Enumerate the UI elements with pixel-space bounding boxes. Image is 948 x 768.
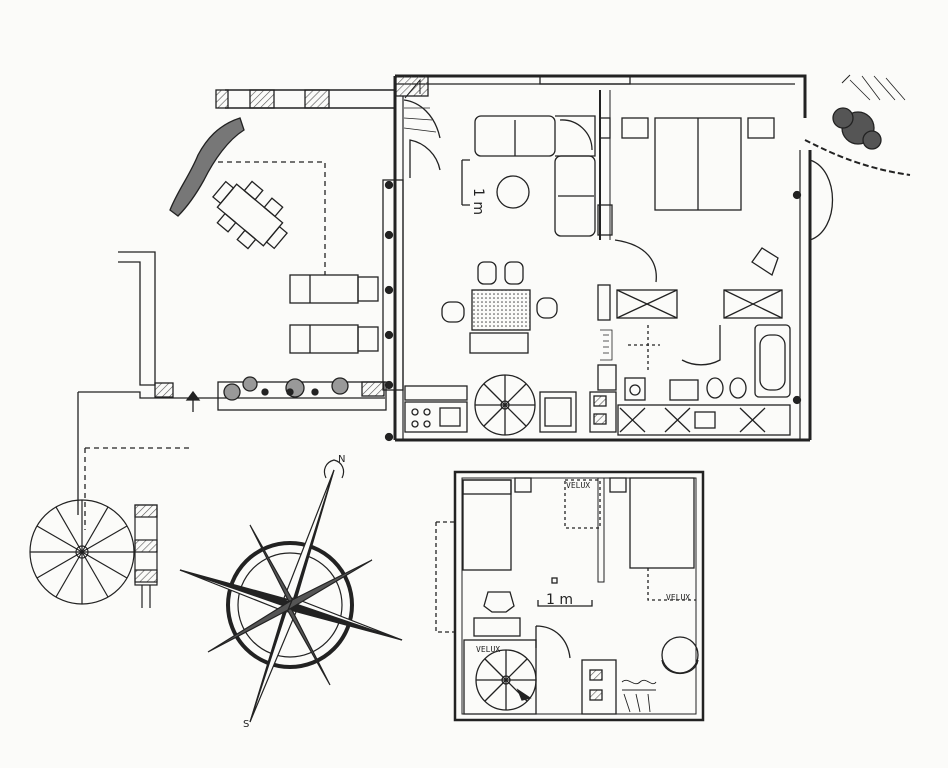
terrace-wall [215, 89, 396, 109]
upper-scale-bar: 1 m [537, 577, 593, 608]
upper-floor-plan: VELUX VELUX VELUX 1 m [435, 470, 705, 722]
ground-scale-label: 1 m [470, 188, 486, 215]
sun-lounger [289, 274, 379, 304]
upper-spiral-stair [463, 639, 537, 715]
ground-floor-plan: 1 m [77, 74, 911, 530]
upper-armchair [661, 636, 699, 674]
coffee-table [496, 175, 530, 209]
single-bed-left [462, 477, 532, 571]
corner-sofa [474, 115, 613, 237]
entrance-arrow-icon [185, 390, 201, 412]
chimney-stack [581, 659, 617, 715]
bidet-icon [729, 377, 747, 399]
roof-slope-hatch [622, 689, 656, 713]
garden-spiral-stair [29, 499, 158, 608]
skylight-right [647, 568, 696, 601]
garden-wall [118, 251, 156, 386]
compass-south-label: S [243, 719, 249, 730]
velux-label-stair: VELUX [476, 645, 500, 654]
patio-table-set [212, 180, 288, 250]
wardrobe [597, 284, 783, 321]
desk-chair [473, 591, 521, 637]
lower-counter-run [617, 404, 791, 436]
toilet-icon [706, 377, 724, 399]
terrace-outline [200, 161, 326, 275]
armchair [751, 247, 779, 276]
upper-scale-label: 1 m [546, 592, 573, 608]
bathroom [600, 324, 791, 401]
spiral-staircase [474, 374, 536, 436]
bay-window [809, 159, 834, 241]
stone-path [804, 139, 911, 176]
washbasin-icon [669, 379, 699, 401]
hedge-top-left [169, 117, 245, 217]
velux-label-right: VELUX [666, 593, 690, 602]
compass-north-label: N [338, 454, 345, 465]
sun-lounger [289, 324, 379, 354]
bedroom-door-swing [614, 239, 657, 283]
facade-columns [382, 179, 802, 442]
dining-table [441, 261, 558, 354]
kitchen-counter [404, 364, 617, 433]
stair-door-swing [535, 625, 571, 659]
ground-scale-bar: 1 m [461, 159, 486, 215]
compass-rose: N S [179, 454, 403, 730]
shrub-top-right [832, 107, 882, 150]
double-bed [621, 117, 775, 211]
velux-label-top: VELUX [566, 481, 590, 490]
single-bed-right [609, 477, 695, 569]
entry-door [403, 78, 441, 178]
planter-box [217, 376, 387, 411]
